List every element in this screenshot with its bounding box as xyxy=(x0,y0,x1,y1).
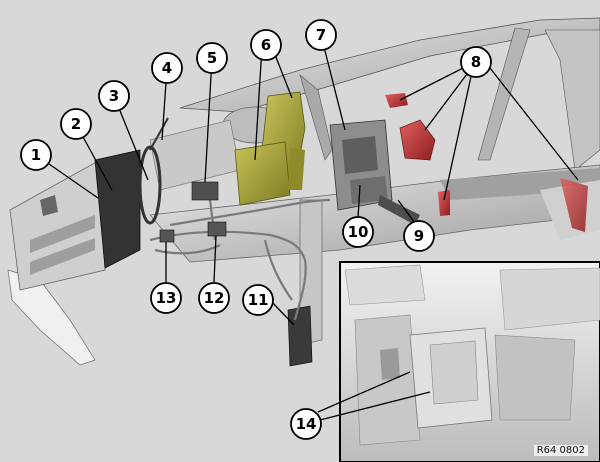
svg-text:4: 4 xyxy=(162,59,172,77)
svg-text:9: 9 xyxy=(414,227,424,245)
callout-2: 2 xyxy=(60,108,92,140)
module-5 xyxy=(191,181,219,201)
svg-text:2: 2 xyxy=(71,115,81,133)
callout-5: 5 xyxy=(196,42,228,74)
dashboard-module-cluster xyxy=(329,119,420,225)
callout-13: 13 xyxy=(150,282,182,314)
svg-text:7: 7 xyxy=(316,26,326,44)
svg-text:6: 6 xyxy=(261,36,271,54)
svg-text:11: 11 xyxy=(248,291,269,309)
callout-10: 10 xyxy=(342,216,374,248)
svg-text:12: 12 xyxy=(204,289,225,307)
svg-text:5: 5 xyxy=(207,49,217,67)
svg-text:1: 1 xyxy=(31,146,41,164)
callout-14: 14 xyxy=(290,408,322,440)
svg-text:13: 13 xyxy=(156,289,177,307)
figure-code: R64 0802 xyxy=(533,445,588,456)
svg-text:8: 8 xyxy=(471,53,481,71)
callout-4: 4 xyxy=(151,52,183,84)
callout-12: 12 xyxy=(198,282,230,314)
svg-text:10: 10 xyxy=(348,223,369,241)
red-highlighted-units xyxy=(385,93,450,216)
callout-7: 7 xyxy=(305,19,337,51)
rear-quarter-highlight xyxy=(560,178,588,232)
leader-lines xyxy=(35,34,579,421)
callout-1: 1 xyxy=(20,139,52,171)
svg-text:3: 3 xyxy=(109,87,119,105)
callout-3: 3 xyxy=(98,80,130,112)
module-12 xyxy=(207,221,227,237)
front-end-assembly xyxy=(7,149,141,366)
callout-6: 6 xyxy=(250,29,282,61)
body-roof-frame xyxy=(179,17,600,171)
steering-wheel xyxy=(138,145,162,225)
callout-9: 9 xyxy=(403,220,435,252)
svg-text:14: 14 xyxy=(296,415,317,433)
steering-column xyxy=(149,117,169,151)
callout-8: 8 xyxy=(460,46,492,78)
module-13 xyxy=(159,229,175,243)
olive-highlighted-units xyxy=(234,91,306,206)
lower-module-11 xyxy=(287,305,313,367)
inset-detail-view xyxy=(339,261,600,462)
callout-11: 11 xyxy=(242,284,274,316)
